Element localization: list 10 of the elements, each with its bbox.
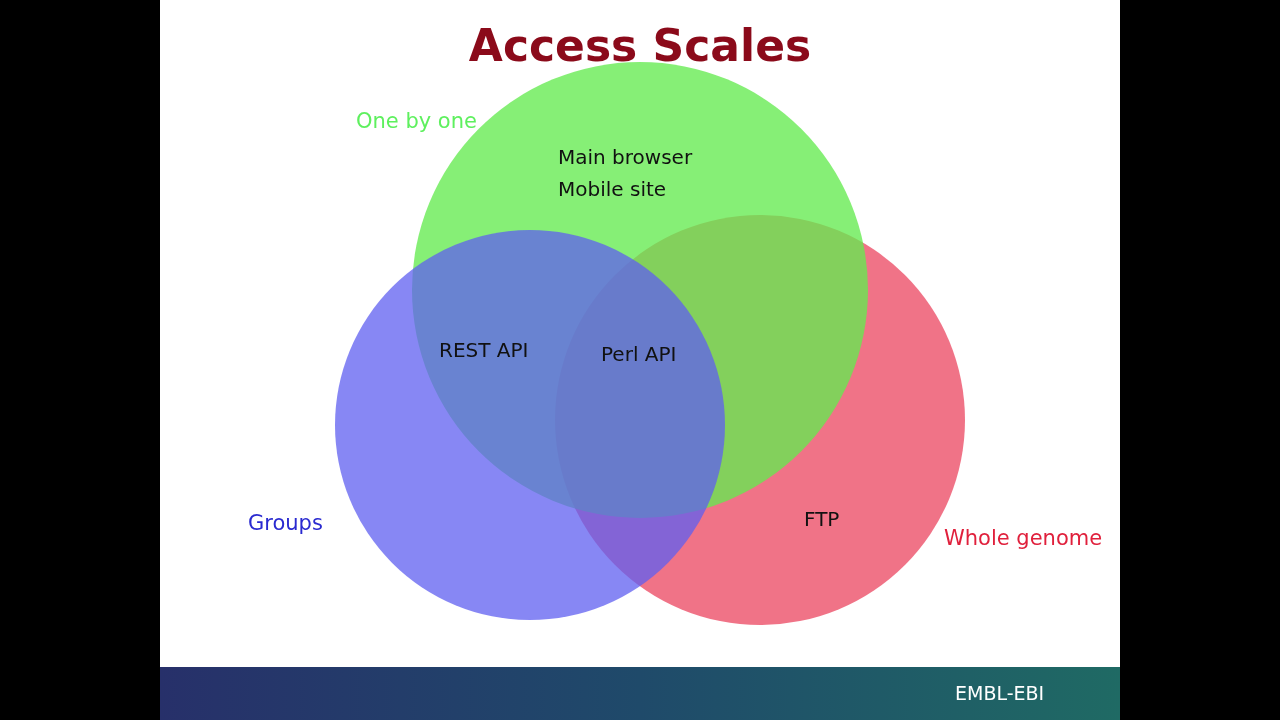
set-label: Whole genome <box>944 525 1103 551</box>
item-label: Main browser <box>558 145 693 169</box>
set-label: Groups <box>248 510 323 536</box>
item-label: FTP <box>804 507 840 531</box>
organization-label: EMBL-EBI <box>955 681 1045 705</box>
set-label: One by one <box>356 108 477 134</box>
item-label: Mobile site <box>558 177 667 201</box>
item-label: Perl API <box>601 342 677 366</box>
slide-title: Access Scales <box>467 19 813 73</box>
item-label: REST API <box>439 338 529 362</box>
